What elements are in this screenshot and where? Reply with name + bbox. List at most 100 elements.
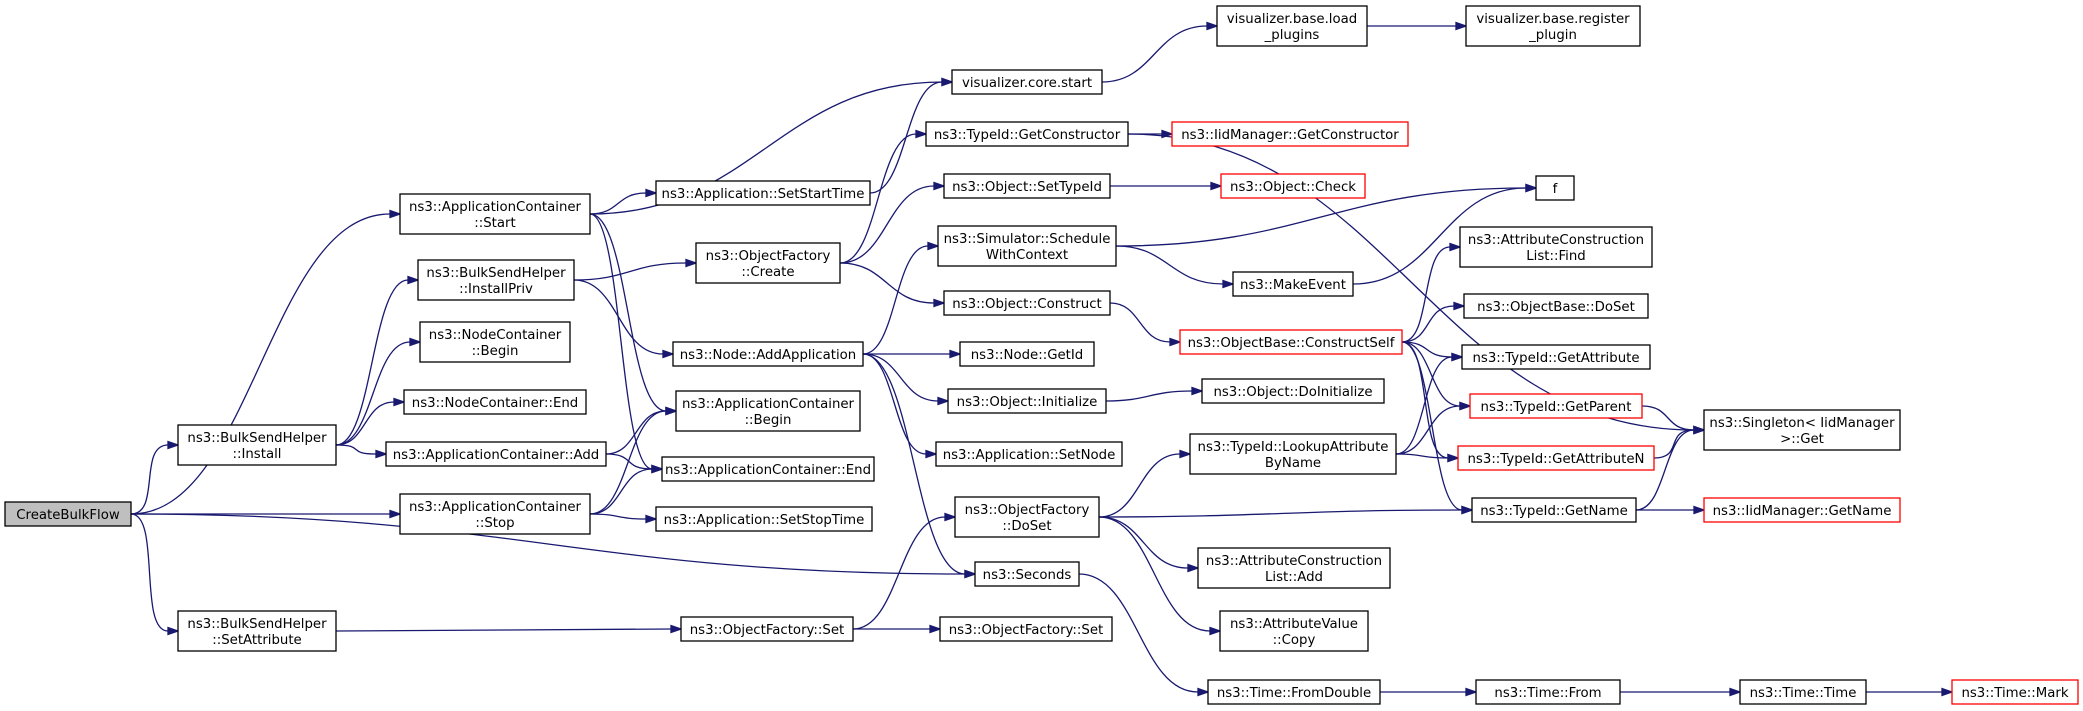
node-objfactory-set[interactable]: ns3::ObjectFactory::Set (680, 616, 854, 642)
edge-arrowhead (375, 449, 388, 459)
node-visualizer-register[interactable]: visualizer.base.register_plugin (1465, 5, 1641, 47)
edge-arrowhead (1693, 505, 1706, 515)
node-visualizer-start[interactable]: visualizer.core.start (951, 69, 1103, 95)
edge-line (1115, 187, 1527, 247)
edge-line (1352, 187, 1527, 285)
edge-arrowhead (1729, 687, 1742, 697)
edge-appcont_stop-to-app_setstoptime (589, 513, 658, 524)
node-label-line: List::Add (1265, 570, 1323, 585)
node-label-line: ns3::Seconds (983, 568, 1072, 583)
node-typeid-getparent[interactable]: ns3::TypeId::GetParent (1469, 393, 1643, 419)
node-singleton-get[interactable]: ns3::Singleton< IidManager >::Get (1703, 409, 1901, 451)
edge-line (1401, 246, 1451, 343)
node-object-initialize[interactable]: ns3::Object::Initialize (947, 388, 1107, 414)
node-typeid-getattributen[interactable]: ns3::TypeId::GetAttributeN (1457, 445, 1655, 471)
edge-line (589, 213, 653, 470)
node-objbase-constructself[interactable]: ns3::ObjectBase::ConstructSelf (1179, 329, 1403, 355)
node-label-line: ns3::Object::Initialize (957, 395, 1098, 410)
node-label-line: ns3::TypeId::GetAttributeN (1468, 452, 1645, 467)
node-bulksend-install[interactable]: ns3::BulkSendHelper::Install (177, 424, 337, 466)
node-time-fromdouble[interactable]: ns3::Time::FromDouble (1207, 679, 1381, 705)
node-object-check[interactable]: ns3::Object::Check (1220, 173, 1366, 199)
node-objfactory-create[interactable]: ns3::ObjectFactory::Create (695, 242, 841, 284)
edge-arrowhead (1169, 337, 1182, 347)
node-node-getid[interactable]: ns3::Node::GetId (959, 341, 1095, 367)
edge-objfactory_doset-to-attrvalue_copy (1098, 516, 1222, 636)
node-appcont-add[interactable]: ns3::ApplicationContainer::Add (385, 441, 607, 467)
node-label-line: ::SetAttribute (212, 633, 302, 648)
node-app-setstoptime[interactable]: ns3::Application::SetStopTime (655, 506, 873, 532)
node-seconds[interactable]: ns3::Seconds (974, 561, 1080, 587)
node-box (1461, 344, 1651, 370)
node-f[interactable]: f (1535, 175, 1575, 201)
edge-appcont_start-to-appcont_end (589, 213, 664, 474)
node-object-doinitialize[interactable]: ns3::Object::DoInitialize (1201, 378, 1385, 404)
edge-arrowhead (651, 464, 664, 474)
node-time-from[interactable]: ns3::Time::From (1475, 679, 1621, 705)
node-objfactory-doset[interactable]: ns3::ObjectFactory::DoSet (954, 496, 1100, 538)
node-box (943, 173, 1111, 199)
node-label-line: ::Start (474, 216, 515, 231)
node-box (680, 616, 854, 642)
node-label-line: ns3::Time::From (1494, 686, 1601, 701)
edge-line (1105, 390, 1193, 402)
edge-line (335, 279, 409, 446)
node-appcont-begin[interactable]: ns3::ApplicationContainer::Begin (675, 390, 861, 432)
edge-arrowhead (944, 512, 957, 522)
node-box (661, 456, 875, 482)
node-label-line: visualizer.core.start (962, 76, 1092, 91)
edge-visualizer_load-to-visualizer_register (1367, 21, 1468, 31)
edge-line (589, 513, 647, 520)
node-box (974, 561, 1080, 587)
node-makeevent[interactable]: ns3::MakeEvent (1232, 271, 1354, 297)
node-node-addapp[interactable]: ns3::Node::AddApplication (672, 341, 864, 367)
node-object-settypeid[interactable]: ns3::Object::SetTypeId (943, 173, 1111, 199)
edge-arrowhead (389, 209, 402, 219)
node-objbase-doset[interactable]: ns3::ObjectBase::DoSet (1463, 293, 1649, 319)
node-createbulkflow[interactable]: CreateBulkFlow (4, 501, 132, 527)
node-label-line: ns3::ObjectBase::DoSet (1477, 300, 1635, 315)
node-box (1189, 433, 1397, 475)
node-objfactory-set2[interactable]: ns3::ObjectFactory::Set (939, 616, 1113, 642)
node-appcont-start[interactable]: ns3::ApplicationContainer::Start (399, 193, 591, 235)
edge-line (1098, 516, 1211, 632)
edge-appcont_stop-to-appcont_end (589, 464, 664, 515)
node-visualizer-load[interactable]: visualizer.base.load_plugins (1216, 5, 1368, 47)
node-app-setstarttime[interactable]: ns3::Application::SetStartTime (655, 180, 871, 206)
node-nodecont-end[interactable]: ns3::NodeContainer::End (403, 389, 587, 415)
node-typeid-getname[interactable]: ns3::TypeId::GetName (1471, 497, 1637, 523)
node-label-line: List::Find (1526, 249, 1585, 264)
node-attrvalue-copy[interactable]: ns3::AttributeValue::Copy (1219, 610, 1369, 652)
edge-line (862, 353, 927, 455)
edge-line (1635, 429, 1695, 511)
edge-arrowhead (1210, 181, 1223, 191)
node-app-setnode[interactable]: ns3::Application::SetNode (935, 441, 1123, 467)
node-appcont-end[interactable]: ns3::ApplicationContainer::End (661, 456, 875, 482)
node-box (675, 390, 861, 432)
node-iidmanager-getname[interactable]: ns3::IidManager::GetName (1703, 497, 1901, 523)
edge-bulksend_installpriv-to-node_addapp (573, 279, 675, 359)
edge-objbase_constructself-to-attrconstr_find (1401, 242, 1462, 343)
node-bulksend-installpriv[interactable]: ns3::BulkSendHelper::InstallPriv (417, 259, 575, 301)
node-time-time[interactable]: ns3::Time::Time (1739, 679, 1867, 705)
node-label-line: ns3::IidManager::GetName (1713, 504, 1892, 519)
node-nodecont-begin[interactable]: ns3::NodeContainer::Begin (419, 321, 571, 363)
edge-line (130, 513, 169, 632)
node-time-mark[interactable]: ns3::Time::Mark (1951, 679, 2079, 705)
edge-line (852, 516, 946, 630)
node-typeid-getattribute[interactable]: ns3::TypeId::GetAttribute (1461, 344, 1651, 370)
edge-line (1401, 305, 1455, 343)
node-bulksend-setattr[interactable]: ns3::BulkSendHelper::SetAttribute (177, 610, 337, 652)
edge-createbulkflow-to-bulksend_install (130, 440, 180, 515)
node-iidmanager-getconstructor[interactable]: ns3::IidManager::GetConstructor (1171, 121, 1409, 147)
node-object-construct[interactable]: ns3::Object::Construct (943, 290, 1111, 316)
edge-node_addapp-to-object_initialize (862, 353, 950, 406)
node-typeid-getconstructor[interactable]: ns3::TypeId::GetConstructor (925, 121, 1129, 147)
node-label-line: ns3::ObjectFactory (965, 503, 1090, 518)
node-appcont-stop[interactable]: ns3::ApplicationContainer::Stop (399, 493, 591, 535)
node-label-line: ns3::Object::Check (1230, 180, 1356, 195)
